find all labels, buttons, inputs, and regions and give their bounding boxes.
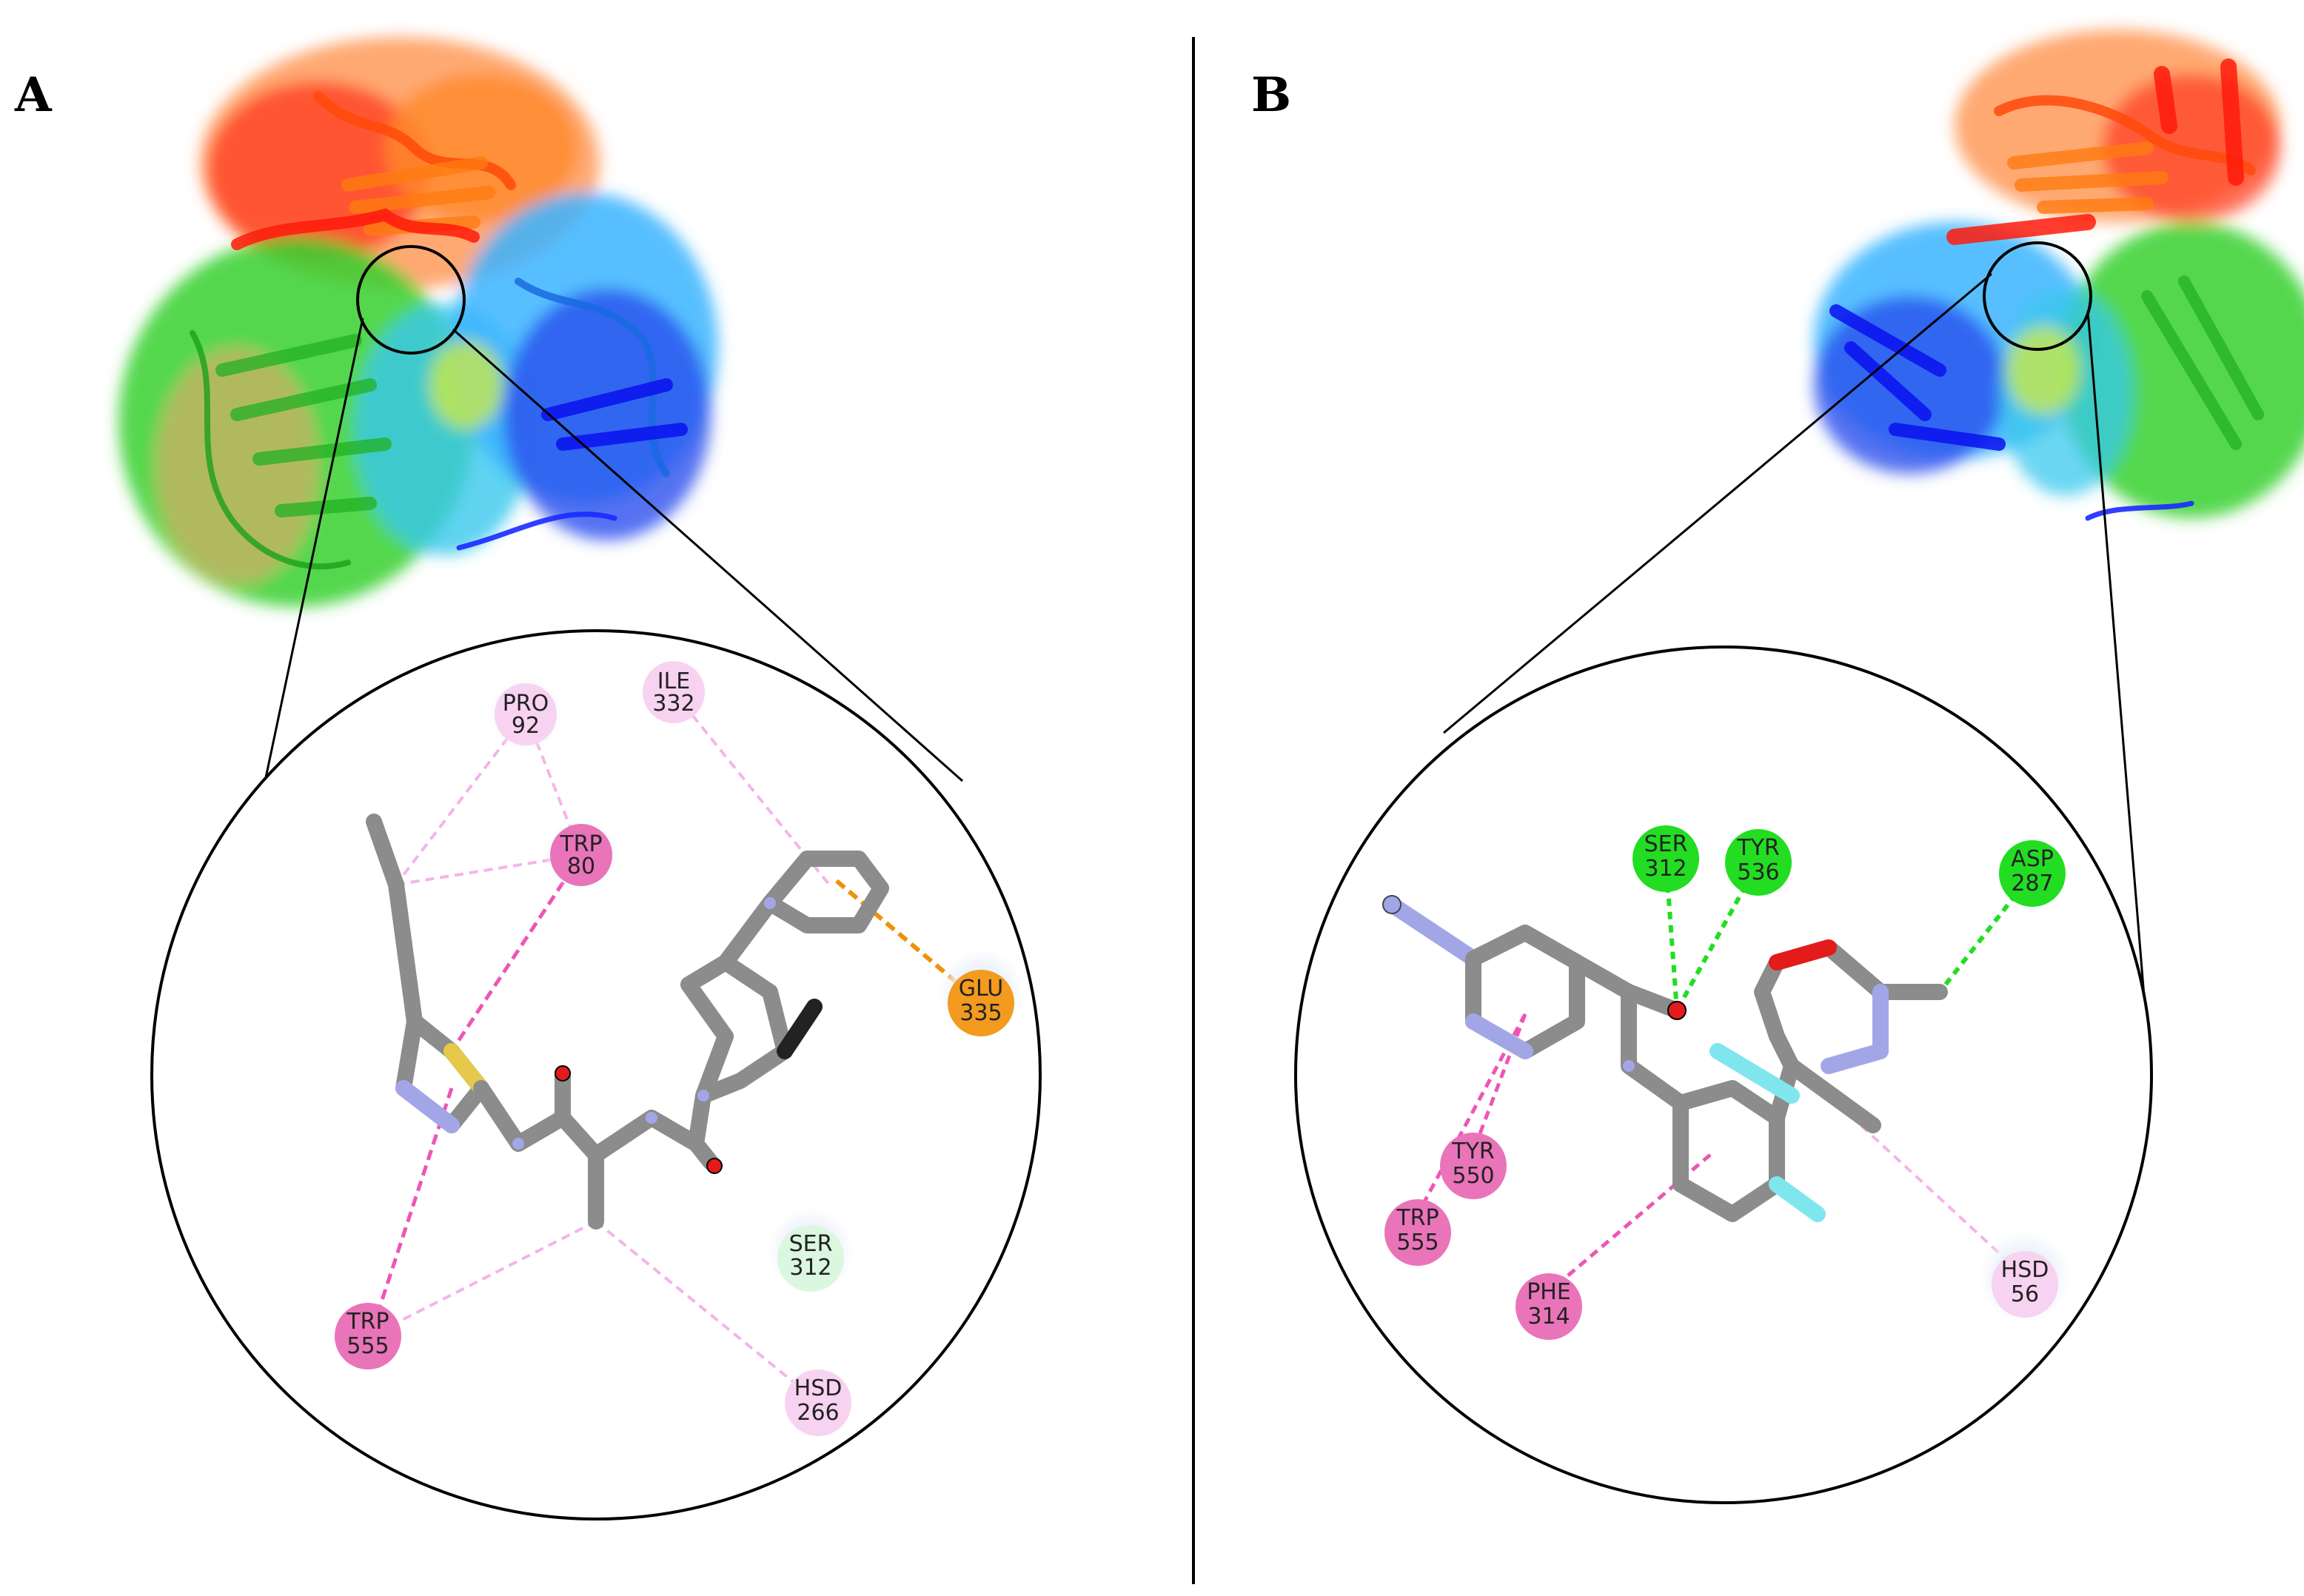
- svg-text:555: 555: [1396, 1230, 1439, 1255]
- svg-text:312: 312: [789, 1255, 831, 1281]
- residue-b-trp-555: TRP 555: [1384, 1199, 1451, 1266]
- svg-text:TRP: TRP: [346, 1309, 389, 1335]
- ligand-a: [366, 814, 889, 1230]
- svg-text:SER: SER: [1644, 831, 1688, 857]
- svg-text:ASP: ASP: [2011, 846, 2054, 872]
- panel-b-label: B: [1251, 67, 1291, 123]
- residue-b-tyr-550: TYR 550: [1440, 1133, 1507, 1199]
- panel-b: B: [1251, 30, 2304, 1504]
- svg-text:332: 332: [652, 691, 694, 717]
- svg-text:PRO: PRO: [503, 691, 549, 717]
- svg-text:550: 550: [1452, 1163, 1494, 1189]
- svg-text:ILE: ILE: [657, 668, 691, 694]
- svg-text:HSD: HSD: [2001, 1257, 2049, 1283]
- svg-text:314: 314: [1527, 1304, 1570, 1330]
- residue-a-ile-332: ILE 332: [643, 661, 705, 723]
- residue-a-ser-312: SER 312: [768, 1208, 854, 1294]
- svg-text:266: 266: [797, 1400, 839, 1426]
- svg-text:GLU: GLU: [959, 976, 1003, 1002]
- svg-text:536: 536: [1737, 859, 1779, 885]
- residue-a-pro-92: PRO 92: [489, 677, 563, 751]
- zoom-line-b-left: [1443, 272, 1992, 734]
- residue-b-asp-287: ASP 287: [1999, 840, 2066, 907]
- svg-text:TRP: TRP: [1396, 1205, 1439, 1231]
- svg-text:PHE: PHE: [1527, 1279, 1571, 1305]
- residue-b-ser-312: SER 312: [1632, 825, 1699, 892]
- binding-site-marker-b: [1983, 241, 2092, 351]
- svg-text:TYR: TYR: [1451, 1139, 1495, 1164]
- zoom-line-a-right: [452, 328, 963, 782]
- svg-text:HSD: HSD: [794, 1375, 843, 1401]
- svg-text:287: 287: [2011, 871, 2053, 896]
- svg-text:TYR: TYR: [1736, 835, 1780, 861]
- svg-text:555: 555: [346, 1333, 389, 1359]
- residue-a-glu-335: GLU 335: [938, 949, 1024, 1036]
- svg-text:80: 80: [567, 854, 595, 879]
- svg-text:56: 56: [2011, 1281, 2039, 1307]
- residue-b-tyr-536: TYR 536: [1725, 829, 1792, 896]
- svg-text:92: 92: [512, 713, 540, 739]
- protein-structure-b: [1814, 30, 2304, 518]
- ligand-b: [1384, 896, 1948, 1222]
- svg-text:TRP: TRP: [559, 831, 602, 857]
- svg-text:312: 312: [1644, 856, 1687, 882]
- zoom-line-b-right: [2086, 310, 2147, 1015]
- panel-a: A: [14, 37, 1042, 1520]
- binding-site-marker-a: [356, 245, 466, 355]
- residue-a-hsd-266: HSD 266: [785, 1369, 851, 1436]
- residue-b-phe-314: PHE 314: [1516, 1273, 1582, 1340]
- zoom-circle-a: [150, 629, 1042, 1520]
- protein-cartoon-a: [190, 91, 688, 570]
- residue-a-trp-555: TRP 555: [335, 1303, 401, 1369]
- zoom-circle-b: [1294, 646, 2153, 1504]
- protein-cartoon-b: [1829, 58, 2264, 521]
- residue-b-hsd-56: HSD 56: [1979, 1231, 2071, 1323]
- panel-a-label: A: [14, 67, 53, 123]
- svg-text:SER: SER: [789, 1231, 833, 1257]
- residue-a-trp-80: TRP 80: [544, 818, 618, 892]
- svg-text:335: 335: [960, 1000, 1002, 1026]
